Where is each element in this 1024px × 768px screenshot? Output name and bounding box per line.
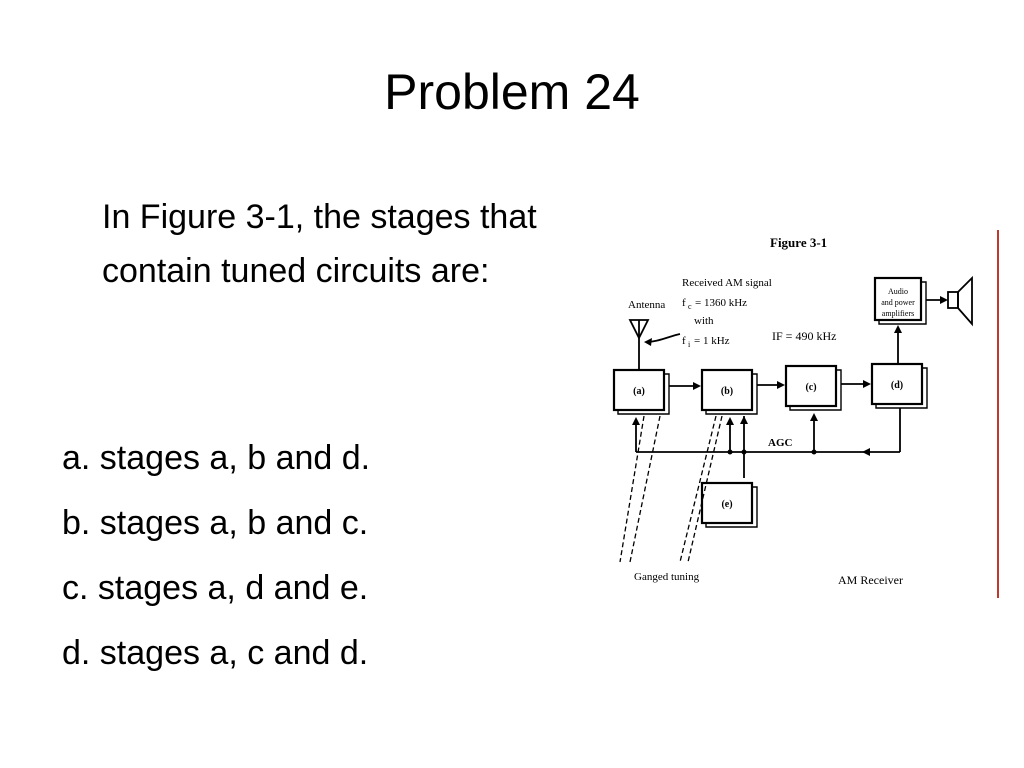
- option-d[interactable]: d. stages a, c and d.: [62, 634, 369, 672]
- figure-title: Figure 3-1: [770, 235, 827, 250]
- block-diagram: Figure 3-1 Antenna Received AM signal f …: [612, 230, 999, 598]
- am-receiver-figure: Figure 3-1 Antenna Received AM signal f …: [600, 228, 1010, 600]
- signal-mod-f: f: [682, 335, 686, 347]
- ganged-tuning-label: Ganged tuning: [634, 571, 700, 583]
- audio-label-2: and power: [881, 298, 915, 307]
- signal-path: [669, 325, 902, 390]
- stage-e-block: (e): [700, 481, 758, 528]
- stage-e-label: (e): [721, 499, 732, 510]
- signal-mod-value: = 1 kHz: [694, 335, 730, 347]
- signal-with: with: [694, 315, 714, 327]
- slide-title: Problem 24: [384, 64, 640, 120]
- option-c[interactable]: c. stages a, d and e.: [62, 569, 369, 607]
- audio-amplifier-block: Audio and power amplifiers: [873, 276, 927, 325]
- antenna-icon: [628, 319, 650, 372]
- answer-options: a. stages a, b and d. b. stages a, b and…: [62, 426, 582, 686]
- signal-mod-sub: i: [688, 340, 691, 349]
- option-b[interactable]: b. stages a, b and c.: [62, 504, 369, 542]
- signal-label: Received AM signal: [682, 277, 772, 289]
- agc-label: AGC: [768, 437, 793, 449]
- speaker-icon: [947, 275, 973, 327]
- signal-carrier-f: f: [682, 297, 686, 309]
- stage-d-label: (d): [891, 380, 903, 391]
- stage-a-label: (a): [633, 386, 645, 397]
- antenna-label: Antenna: [628, 299, 665, 311]
- audio-label-1: Audio: [888, 287, 908, 296]
- receiver-label: AM Receiver: [838, 573, 903, 587]
- signal-arrow-head: [644, 338, 652, 346]
- if-label: IF = 490 kHz: [772, 329, 836, 343]
- signal-carrier-value: = 1360 kHz: [695, 297, 747, 309]
- stage-a-block: (a): [612, 368, 670, 415]
- question-text: In Figure 3-1, the stages that contain t…: [102, 198, 537, 290]
- stage-c-block: (c): [784, 364, 842, 411]
- ganged-tuning-lines: [619, 415, 723, 563]
- agc-bus: [632, 408, 901, 478]
- audio-label-3: amplifiers: [882, 309, 914, 318]
- stage-b-label: (b): [721, 386, 733, 397]
- stage-d-block: (d): [870, 362, 928, 409]
- stage-c-label: (c): [805, 382, 816, 393]
- stage-b-block: (b): [700, 368, 758, 415]
- signal-carrier-sub: c: [688, 302, 692, 311]
- option-a[interactable]: a. stages a, b and d.: [62, 439, 371, 477]
